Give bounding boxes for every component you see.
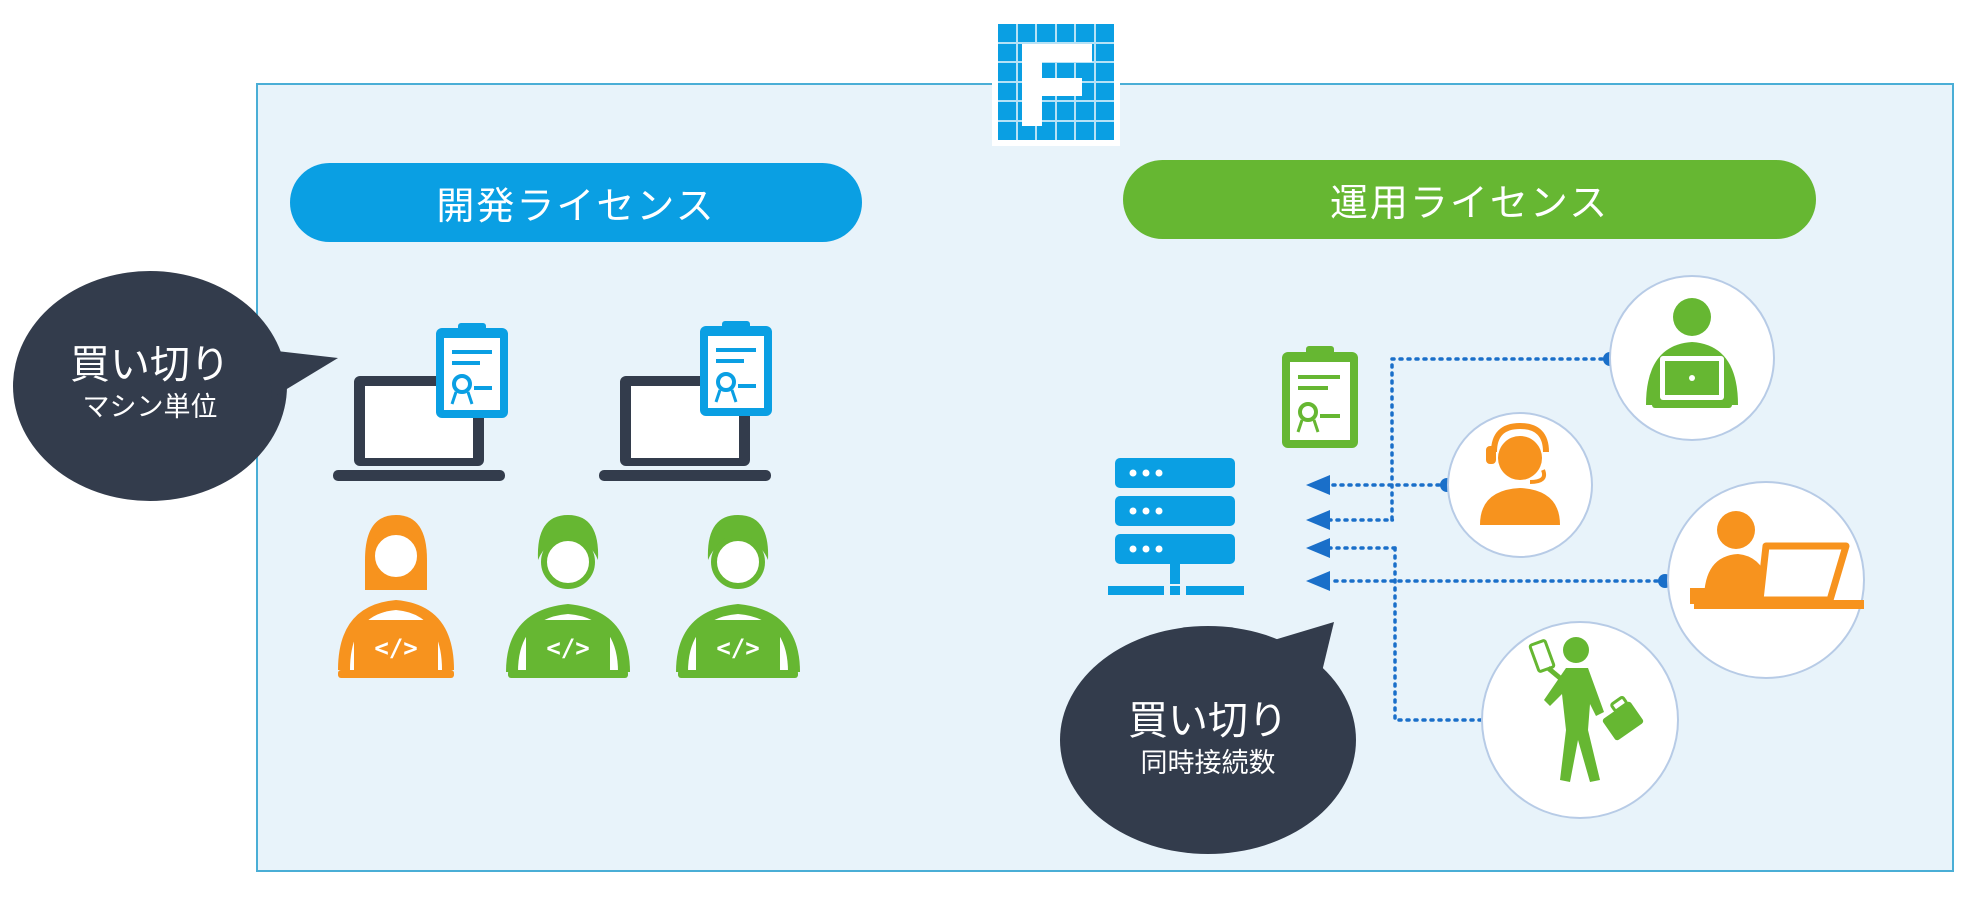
svg-text:</>: </> <box>716 634 759 662</box>
connector-lines <box>1328 357 1667 722</box>
f-logo-icon <box>992 18 1120 146</box>
dev-license-label: 開発ライセンス <box>436 184 716 228</box>
developer-icon-green: </> <box>506 515 630 678</box>
bubble-dev-text: 買い切り マシン単位 <box>50 340 250 426</box>
mobile-worker-icon <box>1481 621 1679 819</box>
user-laptop-icon <box>1609 275 1775 441</box>
developer-icon-orange: </> <box>338 515 454 678</box>
certificate-icon <box>436 323 508 418</box>
desk-worker-icon <box>1667 481 1865 679</box>
certificate-icon-green <box>1282 346 1358 448</box>
dev-license-pill: 開発ライセンス <box>290 163 862 242</box>
bubble-ops-main: 買い切り <box>1128 698 1288 744</box>
support-operator-icon <box>1447 412 1593 558</box>
bubble-ops-sub: 同時接続数 <box>1140 748 1276 779</box>
svg-text:</>: </> <box>546 634 589 662</box>
ops-license-pill: 運用ライセンス <box>1123 160 1816 239</box>
developer-icon-green: </> <box>676 515 800 678</box>
speech-bubble-ops <box>1060 622 1356 854</box>
server-icon <box>1108 458 1244 595</box>
svg-text:</>: </> <box>374 634 417 662</box>
ops-license-label: 運用ライセンス <box>1329 181 1610 225</box>
certificate-icon <box>700 321 772 416</box>
bubble-dev-sub: マシン単位 <box>82 392 218 423</box>
bubble-dev-main: 買い切り <box>70 342 230 388</box>
bubble-ops-text: 買い切り 同時接続数 <box>1100 696 1316 782</box>
speech-bubble-dev <box>13 271 338 501</box>
